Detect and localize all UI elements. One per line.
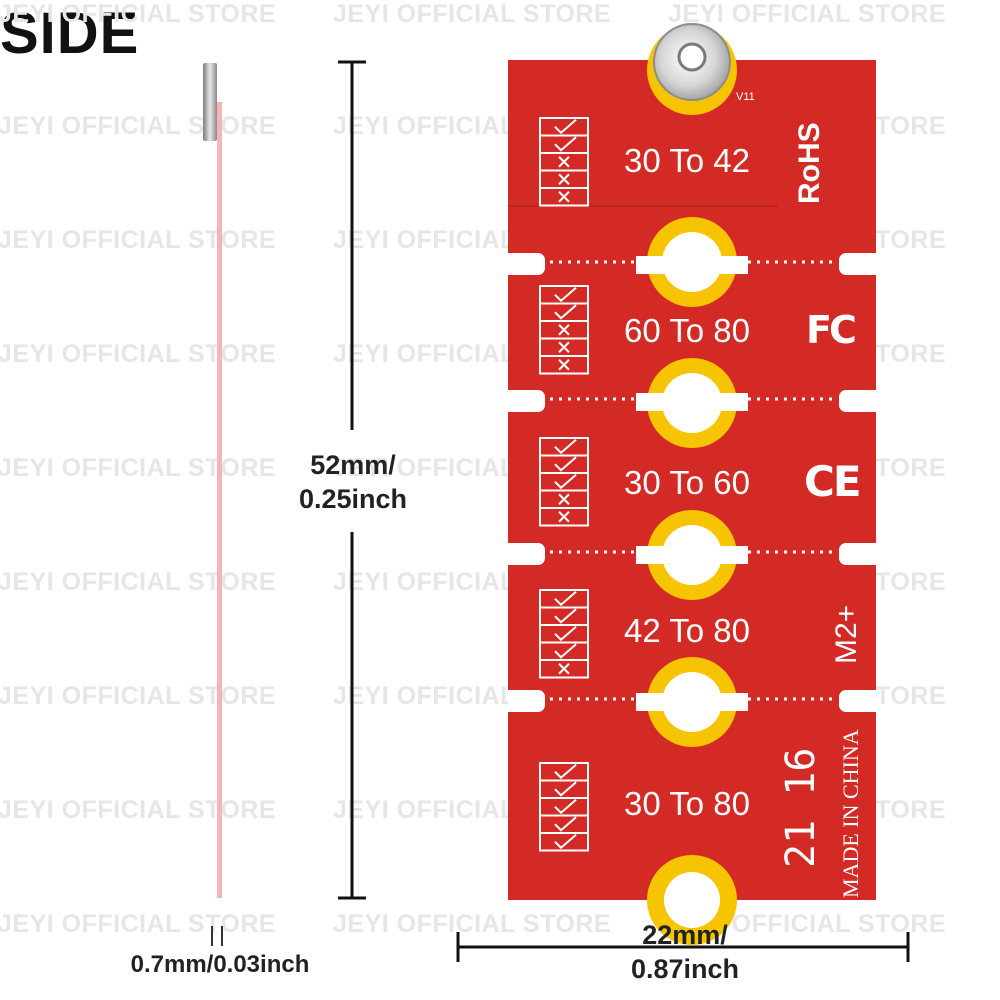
mounting-pads [636,25,748,945]
height-label: 52mm/ 0.25inch [292,448,414,516]
check-mark-icon [554,304,577,320]
check-mark-icon [554,763,577,780]
width-mm: 22mm/ [642,920,728,950]
cross-mark-icon [558,173,570,185]
check-mark-icon [554,136,577,152]
cross-mark-icon [558,663,570,675]
standoff-washer [653,23,731,101]
cross-mark-icon [558,341,570,353]
side-view [203,63,223,946]
version-label: V11 [736,91,755,103]
checkbox-grid [539,762,589,852]
segment-label: 42 To 80 [624,612,751,649]
checkbox-grid [539,589,589,679]
check-mark-icon [554,643,577,659]
made-in-china-text: MADE IN CHINA [838,729,863,898]
cross-mark-icon [558,156,570,168]
check-mark-icon [554,608,577,624]
break-slots [508,253,876,712]
width-dimension [456,932,910,962]
rohs-mark: RoHS [793,122,826,204]
checkbox-grid [539,117,589,207]
checkbox-grid [539,285,589,375]
m2-plus-mark: M2+ [830,604,863,664]
check-mark-icon [554,590,577,607]
side-title: SIDE [0,1,140,66]
check-mark-icon [554,833,577,850]
cross-mark-icon [558,191,570,203]
checkbox-grids [539,117,589,852]
ce-mark: CE [804,457,861,506]
check-mark-icon [554,456,577,472]
cross-mark-icon [558,511,570,523]
cross-mark-icon [558,359,570,371]
segment-label: 30 To 60 [624,464,751,501]
check-mark-icon [554,286,577,303]
check-mark-icon [554,816,577,832]
segment-label: 30 To 42 [624,142,751,179]
check-mark-icon [554,625,577,642]
segment-label: 30 To 80 [624,785,751,822]
date-code: 21 16 [778,747,824,868]
fc-mark: FC [806,308,857,352]
height-inch: 0.25inch [298,484,408,514]
cross-mark-icon [558,493,570,505]
checkbox-grid [539,437,589,527]
side-profile-standoff [203,63,217,141]
check-mark-icon [554,118,577,135]
thickness-label: 0.7mm/0.03inch [130,951,310,978]
check-mark-icon [554,798,577,815]
perforation-lines [550,260,836,701]
pcb-board [508,23,876,945]
height-mm: 52mm/ [310,450,396,480]
check-mark-icon [554,473,577,490]
segment-label: 60 To 80 [624,312,751,349]
check-mark-icon [554,438,577,455]
cross-mark-icon [558,324,570,336]
check-mark-icon [554,781,577,797]
height-dimension [338,60,366,900]
width-inch: 0.87inch [630,954,740,984]
side-profile-board [217,102,222,898]
width-label: 22mm/ 0.87inch [615,918,755,986]
